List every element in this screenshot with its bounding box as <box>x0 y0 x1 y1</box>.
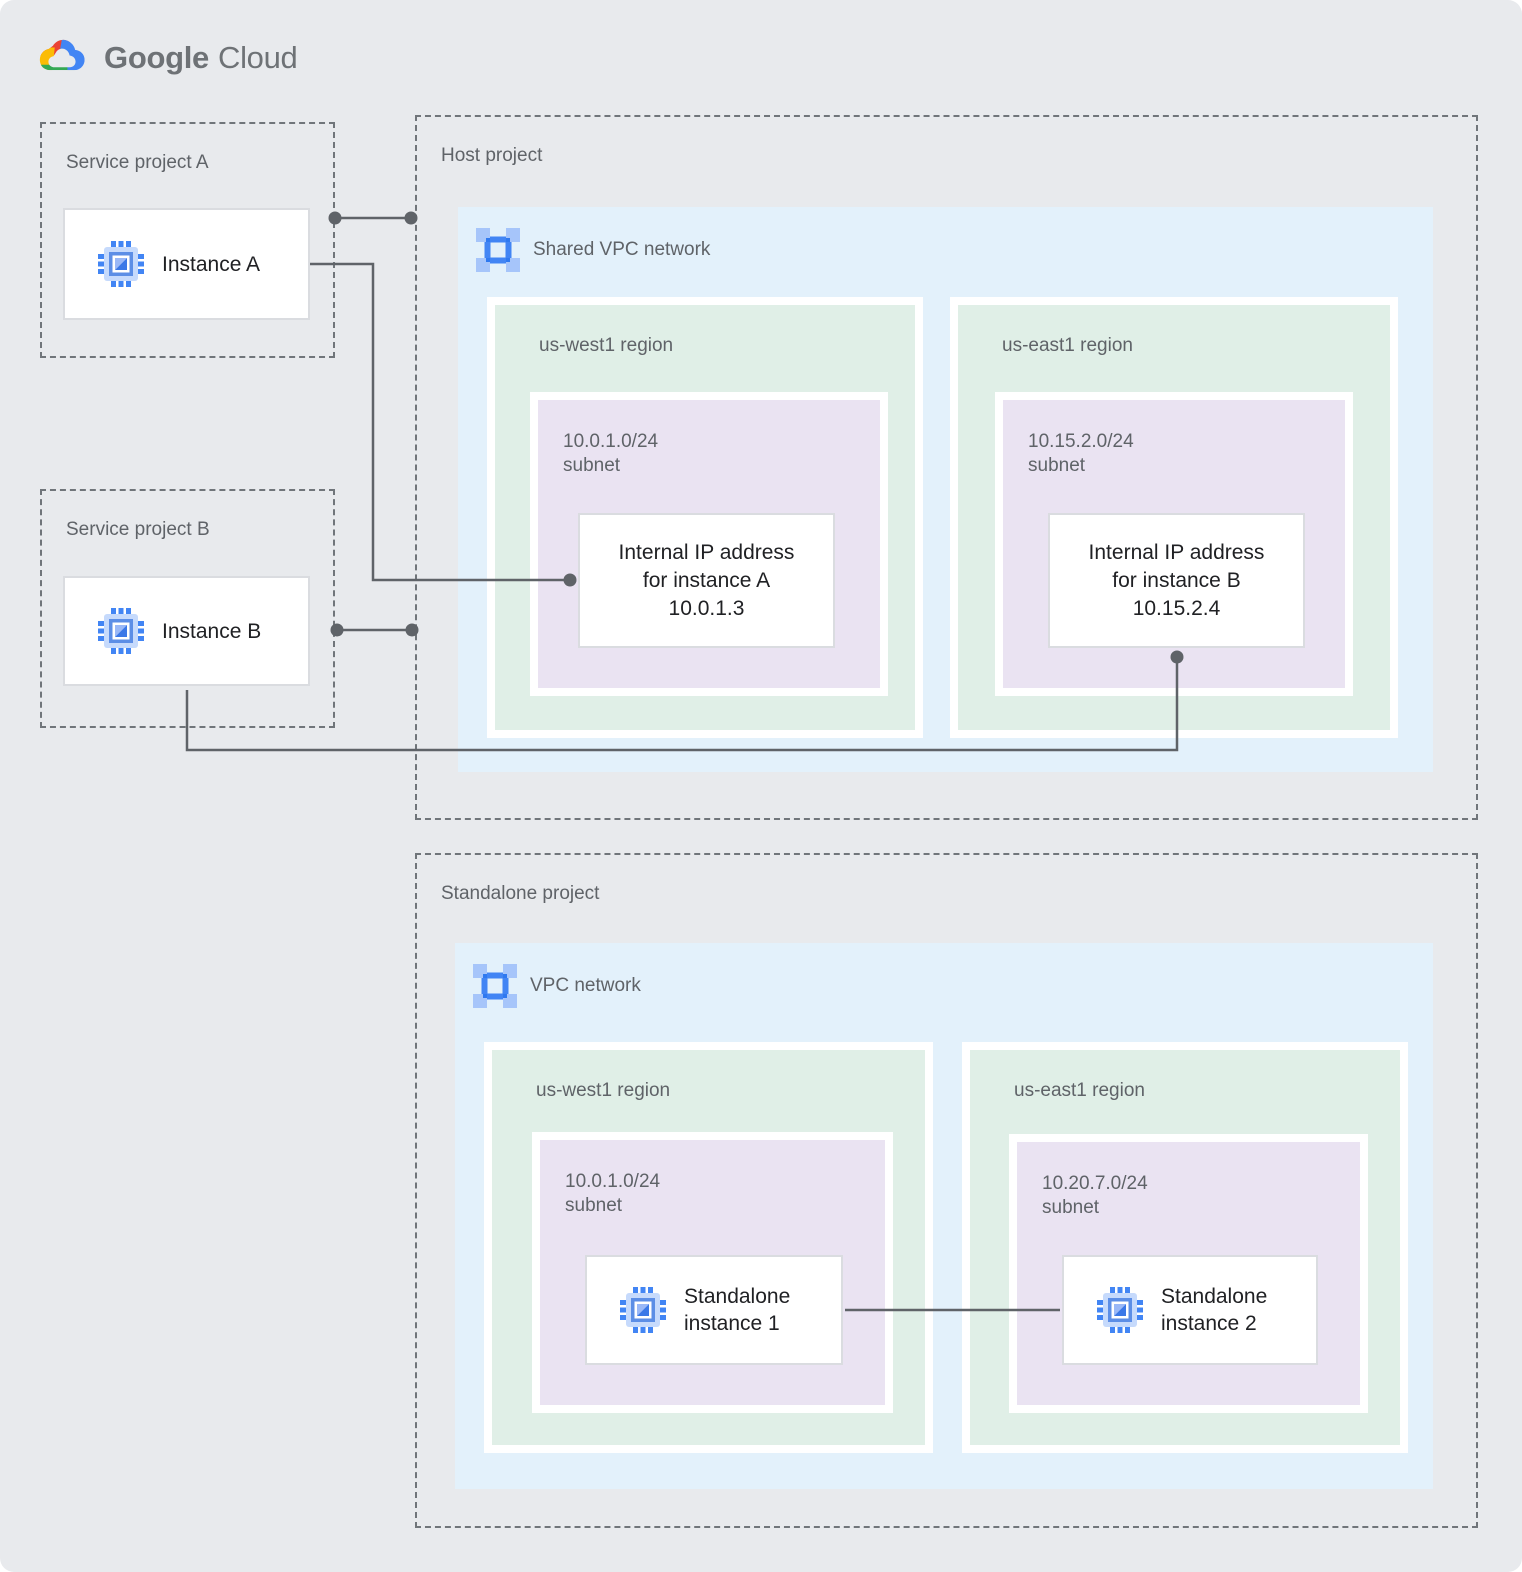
standalone-instance-1-card: Standalone instance 1 <box>585 1255 843 1365</box>
standalone-project-title: Standalone project <box>441 883 600 904</box>
subnet-cidr: 10.0.1.0/24 <box>563 431 659 452</box>
google-cloud-logo: Google Cloud <box>33 34 298 81</box>
google-cloud-cloud-icon <box>39 39 85 71</box>
standalone-instance-1-label: Standalone instance 1 <box>684 1283 790 1337</box>
compute-engine-icon <box>98 241 144 287</box>
standalone-region-us-east1: us-east1 region 10.20.7.0/24 subnet <box>970 1050 1400 1445</box>
logo-product-text: Cloud <box>217 39 298 75</box>
ip-line-2: for instance B <box>1112 568 1241 592</box>
vpc-network-icon <box>476 228 520 272</box>
service-project-b-box: Service project B Instance B <box>40 489 335 728</box>
host-project-box: Host project Share <box>415 115 1478 820</box>
instance-label-line-2: instance 2 <box>1161 1312 1257 1335</box>
host-project-title: Host project <box>441 145 543 166</box>
host-region-us-east1: us-east1 region 10.15.2.0/24 subnet Inte… <box>958 305 1390 730</box>
internal-ip-instance-a-card: Internal IP address for instance A 10.0.… <box>578 513 835 648</box>
host-subnet-us-east1-label: 10.15.2.0/24 subnet <box>1028 430 1134 478</box>
instance-a-label: Instance A <box>162 252 261 276</box>
service-project-a-box: Service project A Instance A <box>40 122 335 358</box>
standalone-subnet-us-east1: 10.20.7.0/24 subnet <box>1017 1142 1360 1405</box>
subnet-word: subnet <box>1042 1197 1100 1218</box>
vpc-network-icon <box>473 964 517 1008</box>
service-project-a-title: Service project A <box>66 152 209 173</box>
host-subnet-us-west1-label: 10.0.1.0/24 subnet <box>563 430 658 478</box>
host-region-us-west1: us-west1 region 10.0.1.0/24 subnet Inter… <box>495 305 915 730</box>
subnet-word: subnet <box>1028 455 1086 476</box>
shared-vpc-network-header: Shared VPC network <box>476 228 710 272</box>
standalone-project-box: Standalone project <box>415 853 1478 1528</box>
standalone-region-us-west1: us-west1 region 10.0.1.0/24 subnet <box>492 1050 925 1445</box>
vpc-network-header: VPC network <box>473 964 641 1008</box>
shared-vpc-network-label: Shared VPC network <box>533 239 711 260</box>
subnet-cidr: 10.0.1.0/24 <box>565 1171 661 1192</box>
compute-engine-icon <box>620 1287 666 1333</box>
standalone-subnet-us-west1: 10.0.1.0/24 subnet <box>540 1140 885 1405</box>
standalone-subnet-us-west1-label: 10.0.1.0/24 subnet <box>565 1170 660 1218</box>
google-cloud-wordmark: Google Cloud <box>104 39 298 76</box>
host-subnet-us-west1: 10.0.1.0/24 subnet Internal IP address f… <box>538 400 880 688</box>
shared-vpc-network-box: Shared VPC network us-west1 region 10.0.… <box>458 207 1433 772</box>
instance-label-line-1: Standalone <box>1161 1285 1268 1308</box>
logo-brand-text: Google <box>104 39 209 75</box>
host-region-us-west1-label: us-west1 region <box>539 335 674 356</box>
subnet-word: subnet <box>563 455 621 476</box>
ip-line-3: 10.0.1.3 <box>668 596 745 620</box>
compute-engine-icon <box>1097 1287 1143 1333</box>
host-subnet-us-east1: 10.15.2.0/24 subnet Internal IP address … <box>1003 400 1345 688</box>
instance-b-label: Instance B <box>162 619 262 643</box>
standalone-region-us-west1-label: us-west1 region <box>536 1080 671 1101</box>
ip-line-1: Internal IP address <box>618 540 795 564</box>
subnet-cidr: 10.20.7.0/24 <box>1042 1173 1148 1194</box>
instance-a-card: Instance A <box>63 208 310 320</box>
vpc-network-box: VPC network us-west1 region 10.0.1.0/24 … <box>455 943 1433 1489</box>
instance-label-line-2: instance 1 <box>684 1312 780 1335</box>
standalone-region-us-east1-label: us-east1 region <box>1014 1080 1145 1101</box>
standalone-subnet-us-east1-label: 10.20.7.0/24 subnet <box>1042 1172 1148 1220</box>
instance-b-card: Instance B <box>63 576 310 686</box>
host-region-us-east1-label: us-east1 region <box>1002 335 1133 356</box>
subnet-cidr: 10.15.2.0/24 <box>1028 431 1134 452</box>
internal-ip-instance-b-card: Internal IP address for instance B 10.15… <box>1048 513 1305 648</box>
ip-line-2: for instance A <box>642 568 771 592</box>
ip-line-1: Internal IP address <box>1088 540 1265 564</box>
ip-line-3: 10.15.2.4 <box>1132 596 1221 620</box>
vpc-network-label: VPC network <box>530 975 641 996</box>
standalone-instance-2-label: Standalone instance 2 <box>1161 1283 1267 1337</box>
standalone-instance-2-card: Standalone instance 2 <box>1062 1255 1318 1365</box>
compute-engine-icon <box>98 608 144 654</box>
subnet-word: subnet <box>565 1195 623 1216</box>
service-project-b-title: Service project B <box>66 519 210 540</box>
instance-label-line-1: Standalone <box>684 1285 791 1308</box>
